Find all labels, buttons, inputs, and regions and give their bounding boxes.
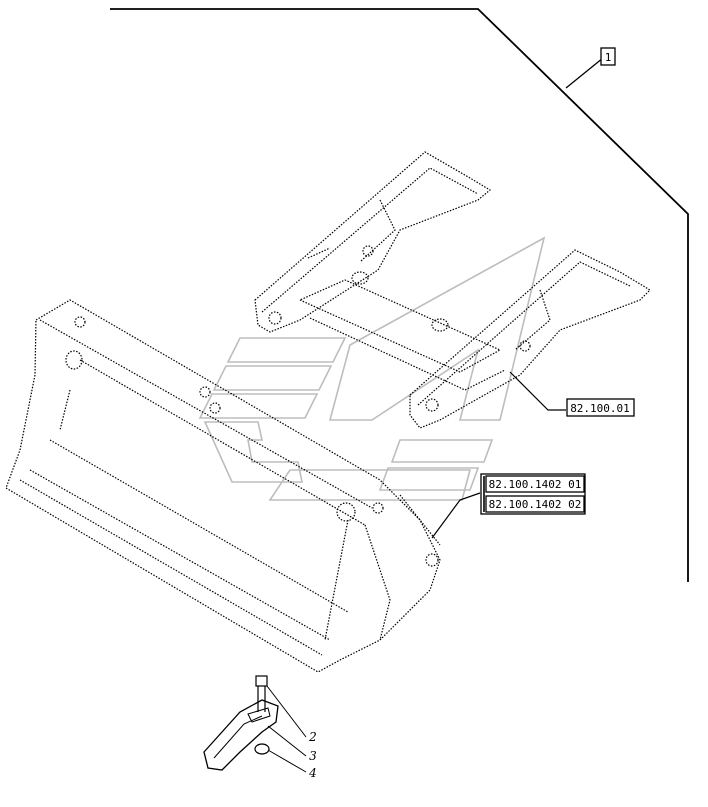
callout-ref-82-100-1402-02-text: 82.100.1402 02 <box>489 498 582 511</box>
watermark-logo <box>198 236 546 501</box>
callout-ref-1: 1 <box>600 47 616 66</box>
callout-ref-82-100-1402-01-text: 82.100.1402 01 <box>489 478 582 491</box>
loader-arms <box>254 151 651 429</box>
assembly-bracket-line <box>110 8 689 582</box>
callout-ref-1-text: 1 <box>605 51 612 64</box>
leader-lines <box>431 371 566 539</box>
callout-ref-82-100-1402: 82.100.1402 01 82.100.1402 02 <box>480 473 586 515</box>
item-number-3: 3 <box>309 749 317 763</box>
nut-icon <box>254 743 270 755</box>
item-number-2: 2 <box>308 730 317 744</box>
callout-ref-82-100-01: 82.100.01 <box>566 398 635 417</box>
item-number-4: 4 <box>308 766 317 780</box>
loader-bucket <box>5 299 441 673</box>
bucket-tooth-assembly <box>203 675 307 773</box>
callout-ref-82-100-01-text: 82.100.01 <box>570 402 630 415</box>
bolt-icon <box>255 675 268 687</box>
